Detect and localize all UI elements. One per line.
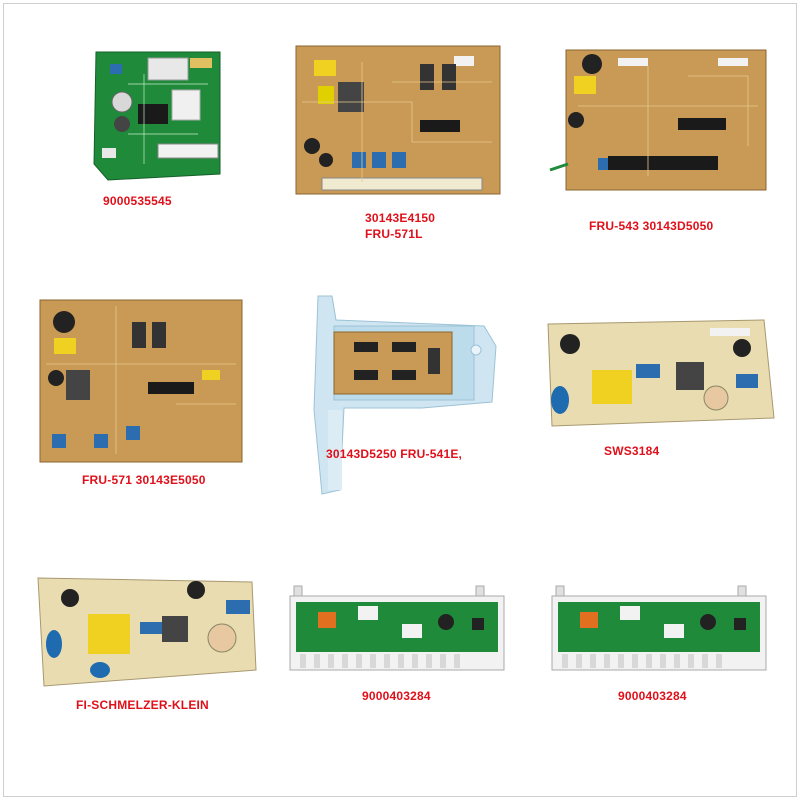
product-label: 9000403284 xyxy=(362,689,431,703)
product-label: FRU-543 30143D5050 xyxy=(589,219,714,233)
product-label: 9000535545 xyxy=(103,194,172,208)
pcb-in-housing-photo xyxy=(313,295,497,495)
product-label: 9000403284 xyxy=(618,689,687,703)
tan-pcb-photo xyxy=(549,49,767,191)
product-label: FRU-571 30143E5050 xyxy=(82,473,206,487)
green-pcb-photo xyxy=(93,51,221,181)
image-frame xyxy=(3,3,797,797)
product-label: FI-SCHMELZER-KLEIN xyxy=(76,698,209,712)
product-label: SWS3184 xyxy=(604,444,660,458)
product-label: 30143E4150 FRU-571L xyxy=(365,211,436,241)
tan-pcb-photo xyxy=(295,45,501,195)
control-module-photo xyxy=(551,585,767,671)
power-supply-pcb-photo xyxy=(37,577,257,687)
power-supply-pcb-photo xyxy=(547,319,775,427)
product-label: 30143D5250 FRU-541E, xyxy=(326,447,463,461)
control-module-photo xyxy=(289,585,505,671)
tan-pcb-photo xyxy=(39,299,243,463)
